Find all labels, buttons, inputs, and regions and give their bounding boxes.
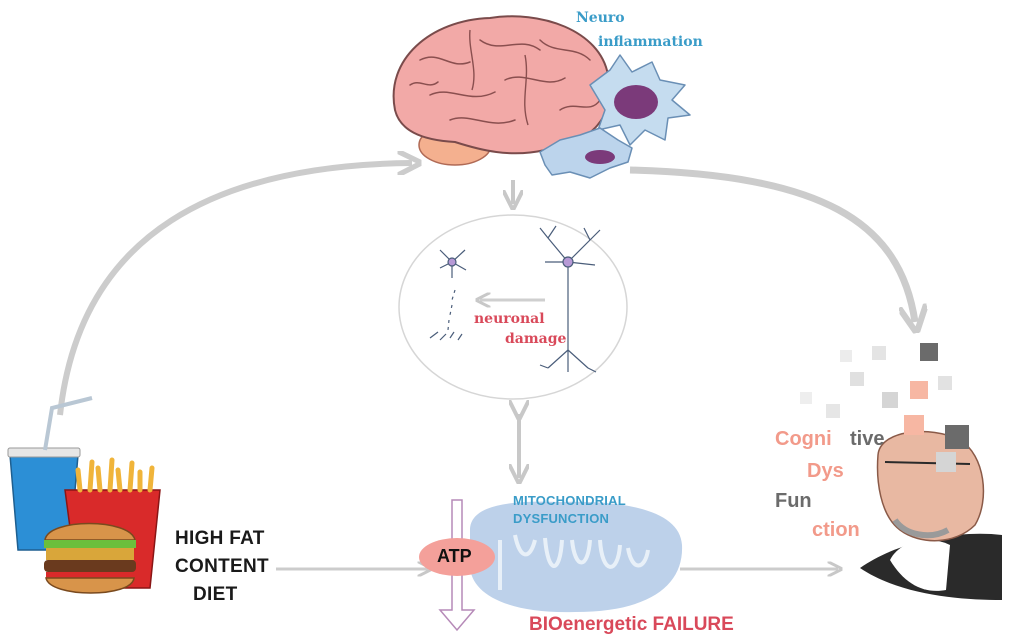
diet-label-line1: HIGH FAT	[175, 528, 265, 549]
neuroinflammation-label-line2: inflammation	[598, 34, 703, 50]
dysfunction-label-part3: ction	[812, 519, 860, 541]
arrow-diet-to-brain	[57, 163, 412, 416]
neuron-icon	[429, 225, 601, 373]
puzzle-head-icon	[800, 343, 1002, 600]
neuronal-damage-label-line1: neuronal	[474, 311, 545, 327]
diet-label-line2: CONTENT	[175, 556, 269, 577]
neuroinflammation-label-line1: Neuro	[576, 10, 625, 26]
fast-food-icon	[7, 396, 161, 594]
dysfunction-label-part2: Fun	[775, 490, 812, 512]
mito-dysfunction-label-line2: DYSFUNCTION	[513, 511, 610, 526]
atp-label: ATP	[437, 546, 472, 566]
cognitive-label-part2: tive	[850, 428, 885, 450]
dysfunction-label-part1: Dys	[807, 460, 844, 482]
atp-bubble	[419, 538, 495, 576]
microglia-icon	[539, 54, 691, 179]
arrow-brain-to-cognition	[629, 166, 915, 322]
mitochondrion-icon	[470, 501, 683, 613]
bioenergetic-failure-label: BIOenergetic FAILURE	[529, 614, 734, 635]
cognitive-label-part1: Cogni	[775, 428, 832, 450]
neuronal-damage-icon	[398, 214, 628, 400]
mito-dysfunction-label-line1: MITOCHONDRIAL	[513, 493, 626, 508]
diet-label-line3: DIET	[193, 584, 238, 605]
neuronal-damage-label-line2: damage	[505, 331, 567, 347]
